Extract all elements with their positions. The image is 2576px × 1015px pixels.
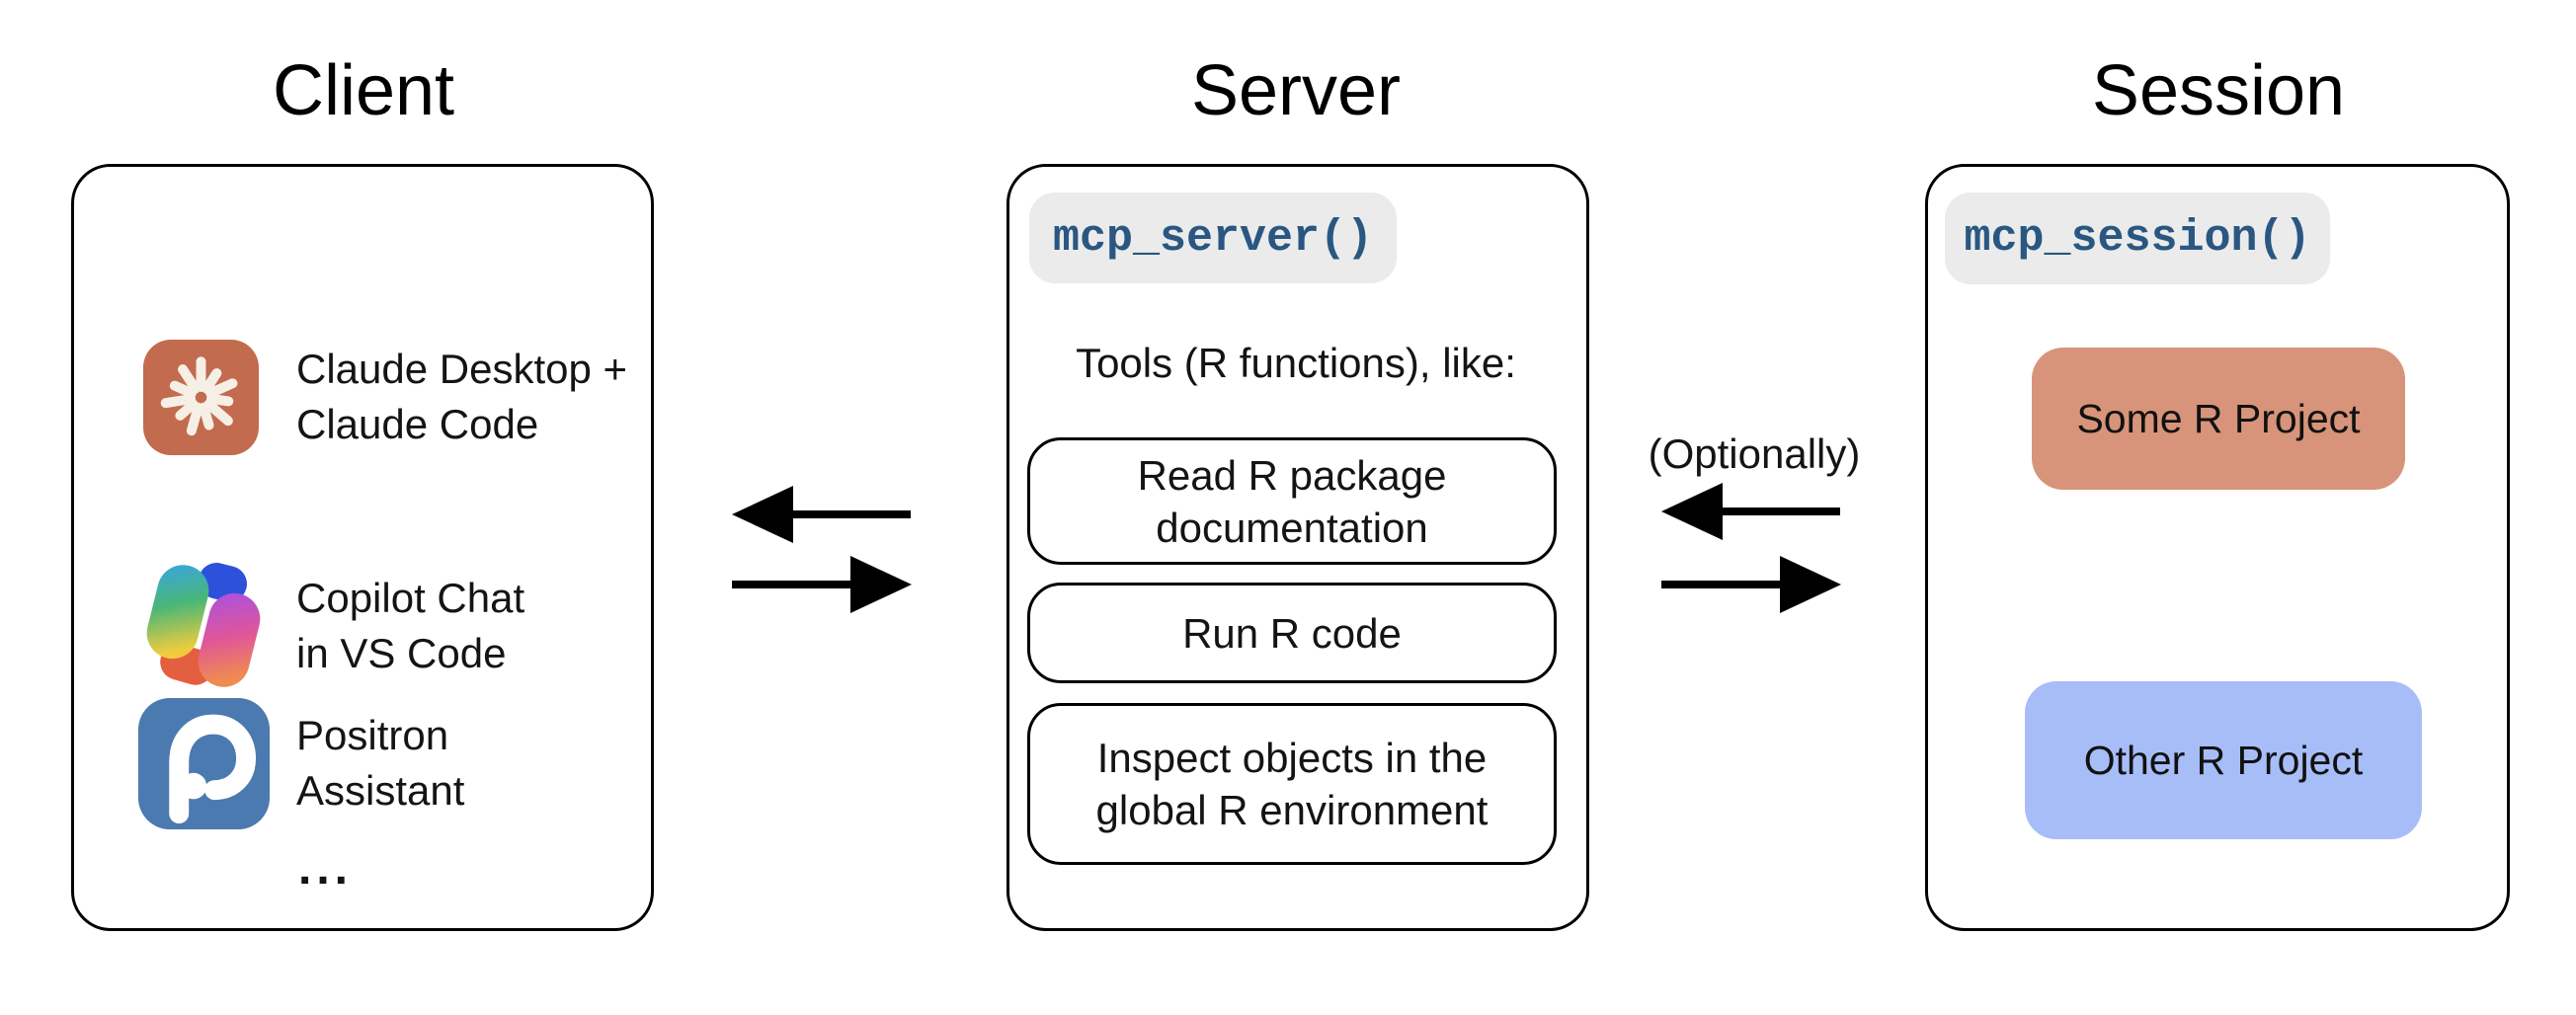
tools-heading: Tools (R functions), like:: [1076, 340, 1516, 386]
mcp-server-code-pill: mcp_server(): [1029, 193, 1397, 283]
mcp-server-code-text: mcp_server(): [1052, 212, 1374, 264]
copilot-icon: [139, 562, 268, 690]
arrow-client-to-server: [732, 556, 912, 613]
other-r-project-box: Other R Project: [2025, 681, 2422, 839]
optionally-annotation: (Optionally): [1648, 430, 1861, 477]
client-item-positron-label: Positron Assistant: [296, 712, 465, 814]
mcp-session-code-pill: mcp_session(): [1945, 193, 2330, 284]
arrow-server-to-session: [1661, 556, 1841, 613]
mcp-session-code-text: mcp_session(): [1964, 213, 2311, 264]
arrow-session-to-server: [1661, 483, 1840, 540]
tool-run-r-code: Run R code: [1027, 583, 1557, 683]
client-item-copilot-label: Copilot Chat in VS Code: [296, 575, 525, 676]
arrow-server-to-client: [732, 486, 911, 543]
positron-icon: [138, 698, 270, 829]
client-item-claude-label: Claude Desktop + Claude Code: [296, 346, 628, 447]
tool-read-docs: Read R package documentation: [1027, 437, 1557, 565]
session-column-title: Session: [2091, 51, 2346, 130]
tool-inspect-objects: Inspect objects in the global R environm…: [1027, 703, 1557, 865]
client-more-ellipsis: ...: [298, 842, 354, 895]
some-r-project-box: Some R Project: [2032, 348, 2405, 490]
client-column-title: Client: [272, 51, 455, 130]
claude-icon: [143, 340, 259, 455]
server-column-title: Server: [1190, 51, 1402, 130]
